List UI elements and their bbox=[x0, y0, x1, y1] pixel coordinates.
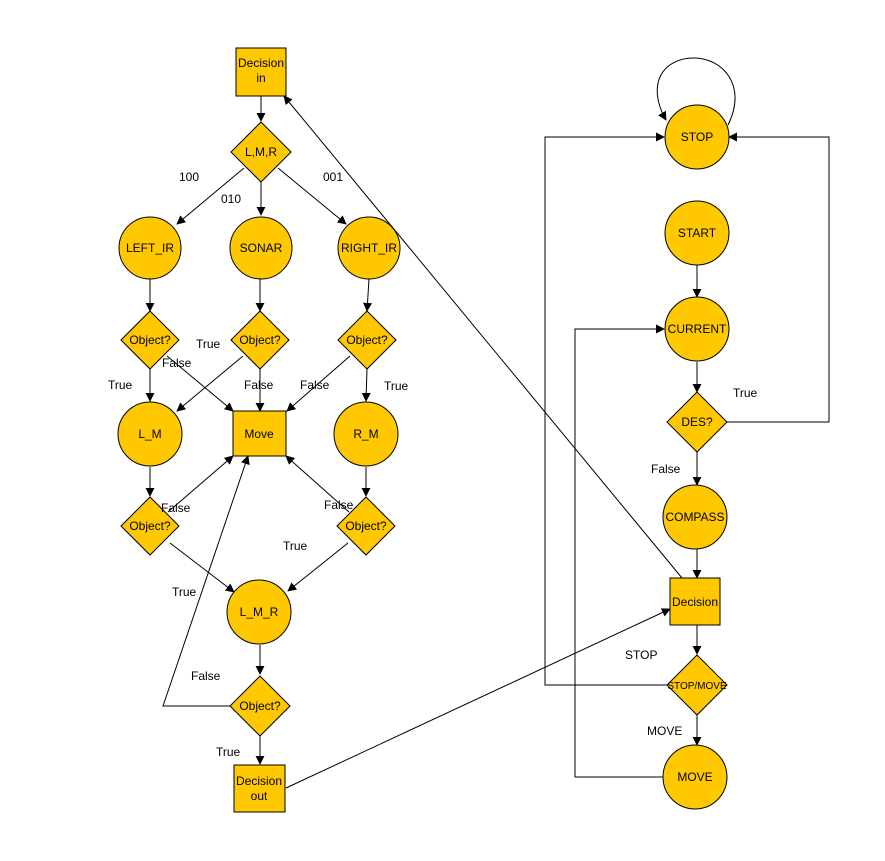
start-label: START bbox=[678, 226, 717, 240]
node-des: DES? bbox=[666, 391, 728, 453]
left-ir-label: LEFT_IR bbox=[126, 241, 174, 255]
node-lmr-diamond: L,M,R bbox=[230, 121, 292, 183]
node-object-mid: Object? bbox=[230, 310, 290, 370]
node-start: START bbox=[664, 200, 730, 266]
label-lmr-false: False bbox=[191, 669, 221, 683]
edge-move-current bbox=[574, 324, 665, 778]
label-left-false: False bbox=[162, 356, 192, 370]
object-left-label: Object? bbox=[129, 333, 171, 347]
label-mid-true: True bbox=[196, 337, 221, 351]
label-lm-false: False bbox=[161, 501, 191, 515]
l-m-label: L_M bbox=[138, 427, 161, 441]
current-label: CURRENT bbox=[668, 322, 727, 336]
compass-label: COMPASS bbox=[665, 510, 724, 524]
edge-objright-rm bbox=[361, 368, 371, 402]
sonar-label: SONAR bbox=[240, 241, 283, 255]
stop-label: STOP bbox=[681, 130, 713, 144]
label-move: MOVE bbox=[647, 724, 682, 738]
edge-objlm-lmr bbox=[169, 542, 235, 593]
right-diagram-edges bbox=[283, 57, 830, 789]
node-l-m: L_M bbox=[117, 401, 183, 467]
edge-decisionout-decision bbox=[285, 608, 671, 789]
decision-out-label-2: out bbox=[251, 789, 268, 803]
decision-out-label-1: Decision bbox=[236, 774, 282, 788]
object-right-label: Object? bbox=[346, 333, 388, 347]
node-move-box: Move bbox=[232, 410, 287, 457]
edge-objright-move bbox=[286, 355, 351, 412]
label-lm-true: True bbox=[172, 585, 197, 599]
edge-objlmr-move-false bbox=[162, 455, 250, 707]
des-label: DES? bbox=[681, 415, 713, 429]
node-right-ir: RIGHT_IR bbox=[337, 216, 401, 280]
node-sonar: SONAR bbox=[229, 216, 293, 280]
node-stop-move: STOP/MOVE bbox=[666, 654, 728, 716]
label-mid-false: False bbox=[244, 378, 274, 392]
node-decision-out: Decision out bbox=[233, 764, 286, 813]
l-m-r-label: L_M_R bbox=[240, 605, 279, 619]
node-left-ir: LEFT_IR bbox=[118, 216, 182, 280]
label-rm-false: False bbox=[324, 498, 354, 512]
edge-rightir-object bbox=[363, 278, 372, 312]
edge-objrm-lmr bbox=[287, 542, 349, 592]
label-right-false: False bbox=[300, 378, 330, 392]
node-current: CURRENT bbox=[664, 296, 730, 362]
edge-lmr-rightir bbox=[277, 167, 347, 225]
node-object-lm: Object? bbox=[120, 496, 180, 556]
node-l-m-r: L_M_R bbox=[226, 579, 292, 645]
label-code-010: 010 bbox=[221, 192, 241, 206]
object-lm-label: Object? bbox=[129, 519, 171, 533]
node-move: MOVE bbox=[662, 744, 728, 810]
label-left-true: True bbox=[108, 378, 133, 392]
edge-lmr-leftir bbox=[176, 167, 245, 225]
label-stop: STOP bbox=[625, 648, 657, 662]
edge-stop-selfloop bbox=[656, 57, 736, 126]
node-stop: STOP bbox=[664, 104, 730, 170]
label-des-false: False bbox=[651, 462, 681, 476]
edge-decision-decisionin bbox=[283, 95, 683, 579]
move-box-label: Move bbox=[244, 427, 274, 441]
edge-objmid-lm bbox=[176, 355, 244, 412]
node-object-lmr: Object? bbox=[229, 675, 291, 737]
lmr-diamond-label: L,M,R bbox=[245, 145, 277, 159]
node-object-rm: Object? bbox=[336, 496, 396, 556]
edge-objlm-move bbox=[167, 455, 234, 513]
object-lmr-label: Object? bbox=[239, 699, 281, 713]
r-m-label: R_M bbox=[353, 427, 378, 441]
node-compass: COMPASS bbox=[662, 484, 728, 550]
edge-labels: 100 010 001 True False True False False … bbox=[108, 170, 758, 759]
decision-label: Decision bbox=[672, 595, 718, 609]
stop-move-label: STOP/MOVE bbox=[667, 681, 727, 692]
edge-objleft-move bbox=[166, 355, 234, 412]
left-diagram-edges bbox=[145, 96, 372, 765]
node-object-left: Object? bbox=[120, 310, 180, 370]
label-right-true: True bbox=[384, 379, 409, 393]
node-r-m: R_M bbox=[333, 401, 399, 467]
object-mid-label: Object? bbox=[239, 333, 281, 347]
label-lmr-true: True bbox=[216, 745, 241, 759]
label-code-100: 100 bbox=[179, 170, 199, 184]
edge-stopmove-stop bbox=[544, 132, 667, 686]
decision-in-label-2: in bbox=[256, 71, 265, 85]
label-des-true: True bbox=[733, 386, 758, 400]
node-decision: Decision bbox=[669, 577, 721, 626]
node-decision-in: Decision in bbox=[235, 47, 287, 97]
edge-des-stop-true bbox=[727, 132, 830, 423]
label-code-001: 001 bbox=[323, 170, 343, 184]
decision-in-label-1: Decision bbox=[238, 56, 284, 70]
label-rm-true: True bbox=[283, 539, 308, 553]
object-rm-label: Object? bbox=[345, 519, 387, 533]
edge-objrm-move bbox=[285, 455, 350, 513]
move-label: MOVE bbox=[677, 770, 712, 784]
right-ir-label: RIGHT_IR bbox=[341, 241, 397, 255]
node-object-right: Object? bbox=[337, 310, 397, 370]
